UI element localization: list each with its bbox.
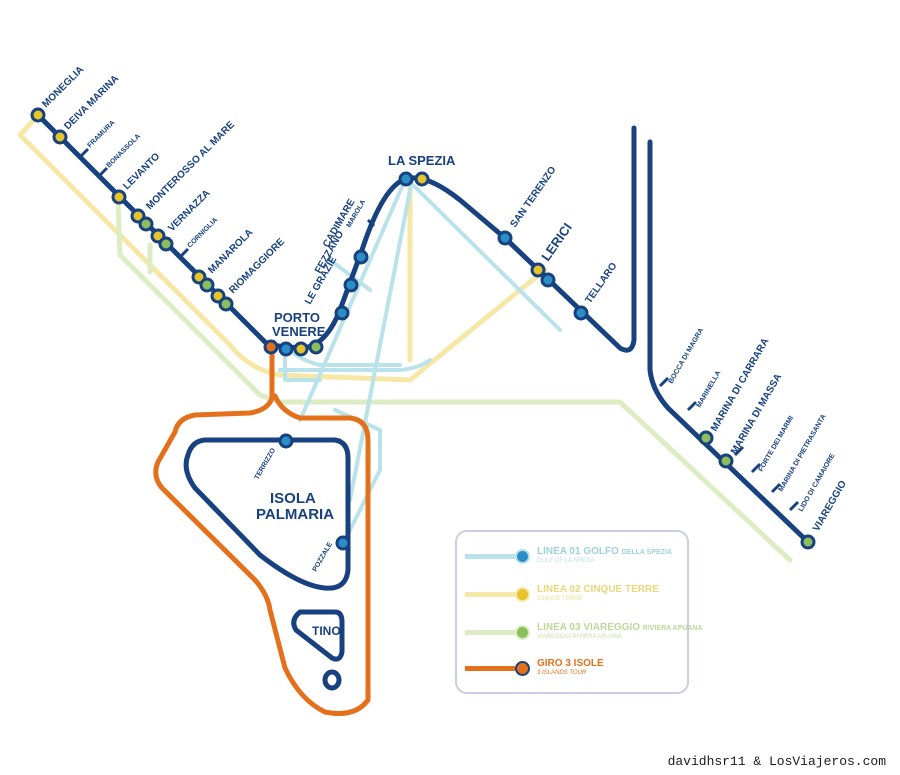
legend-giro-dot [515, 661, 530, 676]
label-marinella: MARINELLA [696, 370, 723, 409]
legend-giro-sub: 3 ISLANDS TOUR [537, 670, 587, 676]
legend-row-line03: LINEA 03 VIAREGGIO RIVIERA APUANA VIAREG… [457, 620, 703, 648]
label-lerici: LERICI [538, 220, 575, 264]
line-02-cinque-terre-route [17, 112, 548, 383]
giro-3-isole-route [153, 345, 371, 716]
label-la-spezia: LA SPEZIA [388, 153, 456, 168]
legend-line02-sub: CINQUE TERRE [537, 596, 583, 602]
station-riomaggiore-2 [218, 296, 234, 312]
isola-tinetto-outline [322, 669, 342, 691]
label-forte-dei-marmi: FORTE DEI MARMI [758, 415, 796, 473]
station-marina-di-massa [718, 453, 734, 469]
legend-line03-title: LINEA 03 VIAREGGIO RIVIERA APUANA [537, 622, 703, 633]
station-levanto [111, 189, 127, 205]
station-moneglia [30, 107, 46, 123]
station-pozzale [335, 535, 351, 551]
station-la-spezia-yellow [414, 171, 430, 187]
legend-line03-swatch [465, 630, 515, 635]
station-lerici-blue [540, 272, 556, 288]
label-monterosso: MONTEROSSO AL MARE [144, 119, 237, 212]
label-bonassola: BONASSOLA [105, 133, 142, 170]
line-01-golfo-route [278, 178, 562, 542]
station-marina-di-carrara [698, 430, 714, 446]
station-porto-venere-blue [278, 341, 294, 357]
line-03-viareggio-route [115, 197, 793, 563]
legend-line01-title: LINEA 01 GOLFO DELLA SPEZIA [537, 546, 672, 557]
minor-stop-ticks [78, 147, 800, 512]
legend-row-line02: LINEA 02 CINQUE TERRE CINQUE TERRE [457, 582, 687, 610]
station-deiva-marina [52, 129, 68, 145]
label-corniglia: CORNIGLIA [186, 217, 219, 250]
station-fezzano [343, 277, 359, 293]
isola-palmaria-outline [183, 437, 351, 591]
legend-line01-name: GOLFO [583, 546, 619, 557]
legend-line02-num: LINEA 02 [537, 584, 581, 595]
legend-line01-rest: DELLA SPEZIA [621, 549, 672, 556]
label-san-terenzo: SAN TERENZO [508, 165, 558, 230]
legend-line02-name: CINQUE TERRE [583, 584, 659, 595]
label-tellaro: TELLARO [583, 261, 619, 306]
label-isola: ISOLA [270, 490, 316, 507]
legend-line01-sub: GULF OF LA SPEZIA [537, 558, 595, 564]
label-terrizzo: TERRIZZO [254, 447, 278, 481]
legend-line03-dot [515, 625, 530, 640]
legend-line02-swatch [465, 592, 515, 597]
label-venere: VENERE [272, 324, 326, 339]
station-porto-venere-yellow [293, 341, 309, 357]
station-lerici-yellow [530, 262, 546, 278]
station-le-grazie [334, 305, 350, 321]
station-terrizzo [278, 433, 294, 449]
label-moneglia: MONEGLIA [40, 64, 86, 110]
legend-line03-name: VIAREGGIO [583, 622, 640, 633]
label-marina-di-carrara: MARINA DI CARRARA [709, 336, 771, 433]
station-san-terenzo [497, 230, 513, 246]
station-monterosso-2 [138, 216, 154, 232]
station-porto-venere-green [308, 339, 324, 355]
legend-line03-num: LINEA 03 [537, 622, 581, 633]
station-viareggio [800, 534, 816, 550]
legend-line01-dot [515, 549, 530, 564]
station-la-spezia-blue [398, 171, 414, 187]
label-framura: FRAMURA [86, 119, 116, 149]
label-bocca-di-magra: BOCCA DI MAGRA [668, 327, 705, 385]
riviera-route-line [647, 139, 811, 545]
station-vernazza-2 [158, 236, 174, 252]
legend-giro-title: GIRO 3 ISOLE [537, 658, 604, 669]
legend-line03-rest: RIVIERA APUANA [642, 625, 703, 632]
legend-line02-dot [515, 587, 530, 602]
legend-line03-sub: VIAREGGIO RIVIERA APUANA [537, 634, 623, 640]
label-porto: PORTO [274, 310, 320, 325]
legend-giro-swatch [465, 666, 515, 671]
legend-line01-num: LINEA 01 [537, 546, 581, 557]
station-cadimare [353, 249, 369, 265]
station-manarola-2 [199, 277, 215, 293]
legend-line01-swatch [465, 554, 515, 559]
label-palmaria: PALMARIA [256, 506, 334, 523]
station-markers [30, 107, 816, 551]
isola-tino-outline [291, 609, 345, 662]
label-tino: TINO [312, 624, 341, 638]
legend-line02-title: LINEA 02 CINQUE TERRE [537, 584, 659, 595]
label-levanto: LEVANTO [121, 151, 162, 192]
station-tellaro [573, 305, 589, 321]
station-porto-venere-orange [263, 339, 279, 355]
legend-row-giro: GIRO 3 ISOLE 3 ISLANDS TOUR [457, 656, 687, 684]
label-pozzale: POZZALE [312, 541, 335, 573]
credit-text: davidhsr11 & LosViajeros.com [667, 754, 886, 769]
map-legend: LINEA 01 GOLFO DELLA SPEZIA GULF OF LA S… [455, 530, 703, 694]
legend-row-line01: LINEA 01 GOLFO DELLA SPEZIA GULF OF LA S… [457, 544, 687, 572]
